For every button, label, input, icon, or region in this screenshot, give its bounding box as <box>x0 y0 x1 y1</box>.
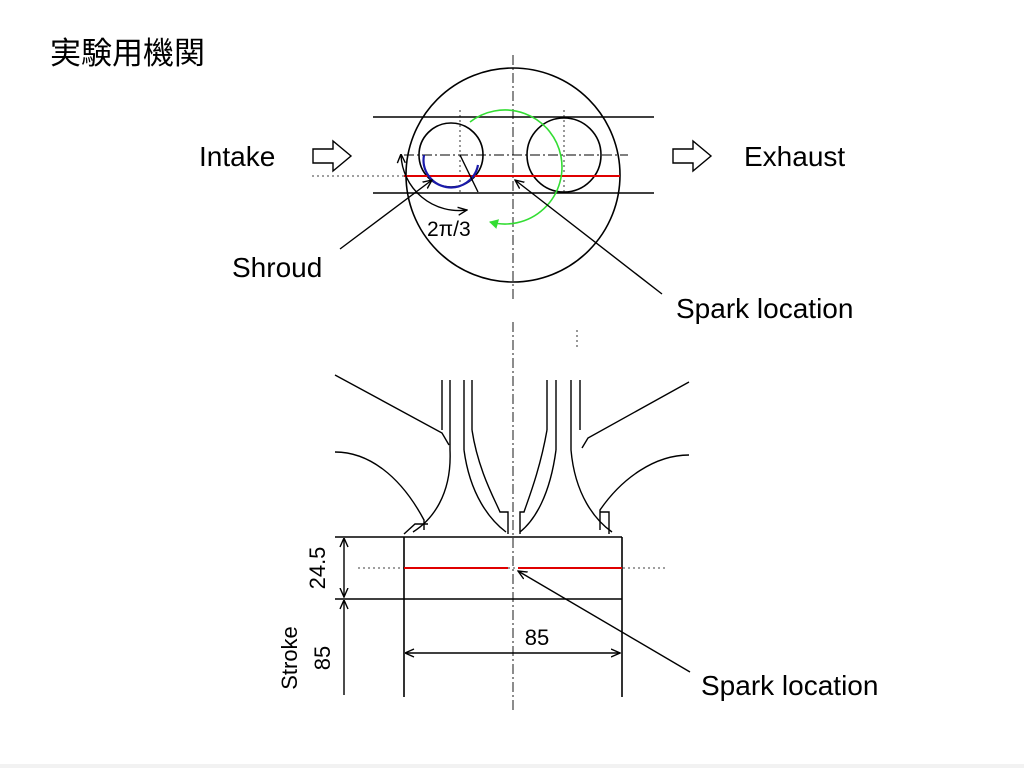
exhaust-label: Exhaust <box>744 141 845 172</box>
clearance-value: 24.5 <box>305 547 330 590</box>
intake-label: Intake <box>199 141 275 172</box>
spark-location-label-side: Spark location <box>701 670 878 701</box>
stroke-label: Stroke <box>277 626 302 690</box>
exhaust-port-wall <box>581 381 690 449</box>
bore-value: 85 <box>525 625 549 650</box>
intake-valve <box>403 380 509 535</box>
top-view: Intake Exhaust 2π/3 Shroud Spark locatio… <box>199 55 853 324</box>
shroud-label: Shroud <box>232 252 322 283</box>
exhaust-arrow-icon <box>672 139 713 173</box>
side-view: 24.5 Stroke 85 85 Spark location <box>277 322 878 712</box>
shroud-arc <box>422 154 480 189</box>
spark-leader-line <box>518 571 691 673</box>
slide-title: 実験用機関 <box>50 36 205 72</box>
swirl-arrow <box>469 109 563 229</box>
exhaust-valve <box>519 380 613 534</box>
exhaust-port-wall <box>599 454 690 530</box>
shroud-leader-line <box>339 180 432 250</box>
intake-port-wall <box>334 451 425 530</box>
angle-label: 2π/3 <box>427 218 471 241</box>
stroke-value: 85 <box>310 646 335 670</box>
intake-arrow-icon <box>312 139 353 173</box>
spark-leader-line <box>515 180 663 295</box>
slide-bottom-rule <box>0 764 1024 768</box>
angle-arc <box>401 155 467 211</box>
intake-port-wall <box>334 374 450 446</box>
spark-location-label-top: Spark location <box>676 293 853 324</box>
